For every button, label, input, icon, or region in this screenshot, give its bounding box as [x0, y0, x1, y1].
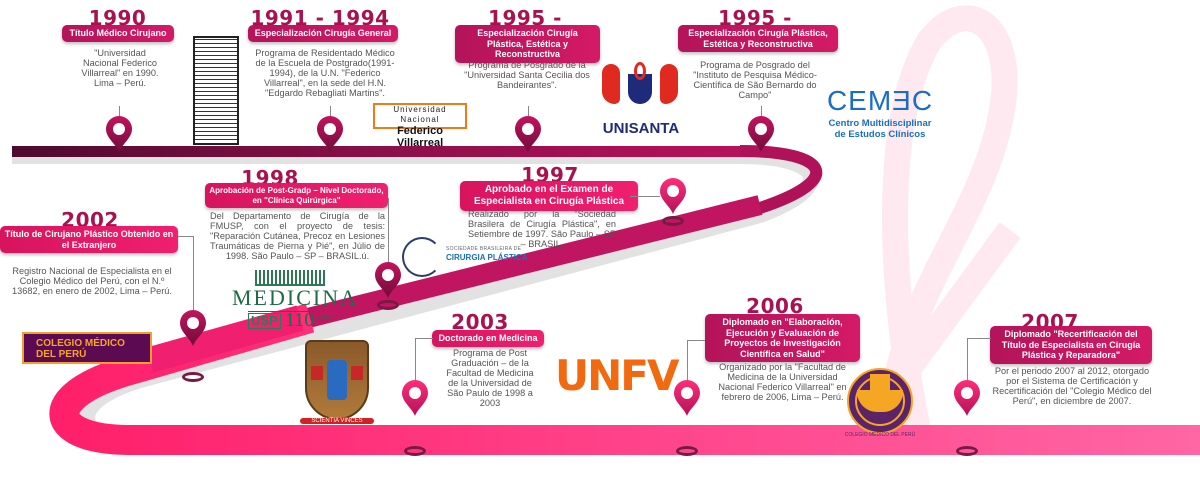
milestone-title: Título de Cirujano Plástico Obtenido en … [0, 226, 178, 253]
colegio-medico-logo: COLEGIO MÉDICO DEL PERÚ [22, 332, 152, 364]
pin-ring-marker [404, 446, 426, 456]
sbcp-emblem [402, 237, 442, 277]
map-pin-icon [317, 116, 343, 152]
connector-line [761, 106, 762, 120]
colegio-medico-seal [847, 368, 913, 434]
milestone-year: 1990 [88, 6, 147, 30]
map-pin-icon [375, 262, 401, 298]
milestone-year: 2002 [61, 208, 119, 232]
milestone-description: Registro Nacional de Especialista en el … [12, 266, 172, 296]
milestone-title: Especialización Cirugía Plástica, Estéti… [678, 25, 838, 52]
usp-crest-emblem [305, 340, 369, 420]
connector-line [687, 340, 705, 341]
milestone-description: Programa de Posgrado del "Instituto de P… [693, 60, 817, 100]
unisanta-emblem [600, 62, 680, 112]
milestone-title: Diplomado "Recertificación del Título de… [990, 326, 1152, 364]
milestone-title: Diplomado en "Elaboración, Ejecución y E… [705, 314, 860, 362]
milestone-description: Realizado por la "Sociedad Brasilera de … [468, 209, 616, 249]
connector-line [415, 338, 416, 383]
colegio-medico-line1: COLEGIO MÉDICO [36, 338, 125, 349]
pin-ring-marker [676, 446, 698, 456]
cemec-logo-mark: CEMƎC [826, 85, 934, 116]
pin-ring-marker [662, 216, 684, 226]
milestone-title: Doctorado en Medicina [432, 330, 544, 347]
unfv-logo-line2: Federico Villarreal [396, 125, 444, 149]
milestone-year: 2006 [746, 294, 804, 318]
cemec-logo-line1: Centro Multidisciplinar [828, 118, 932, 129]
connector-line [178, 236, 194, 237]
pin-ring-marker [956, 446, 978, 456]
medicina-building-icon [255, 270, 325, 286]
map-pin-icon [515, 116, 541, 152]
unfv-logo: Universidad Nacional Federico Villarreal [373, 103, 467, 149]
map-pin-icon [748, 116, 774, 152]
map-pin-icon [180, 310, 206, 346]
unfv-logo-line1: Universidad Nacional [393, 105, 447, 124]
milestone-title: Especialización Cirugía General [248, 25, 398, 42]
milestone-title: Aprobado en el Examen de Especialista en… [460, 181, 638, 211]
pin-ring-marker [377, 300, 399, 310]
usp-years-label: ANOS [317, 316, 335, 322]
connector-line [687, 340, 688, 385]
connector-line [415, 338, 433, 339]
milestone-description: Programa de Residentado Médico de la Esc… [255, 48, 395, 98]
usp-years: 110 [285, 309, 315, 331]
milestone-description: Programa de Post Graduación – de la Facu… [446, 348, 534, 408]
colegio-medico-line2: DEL PERÚ [36, 349, 87, 360]
map-pin-icon [674, 380, 700, 416]
unfv-big-logo: UNFV [555, 351, 679, 400]
connector-line [388, 198, 389, 268]
medicina-logo-word: MEDICINA [232, 285, 358, 310]
sbcp-logo-line2: CIRURGIA PLÁSTICA [446, 253, 528, 262]
usp-crest-motto: SCIENTIA VINCES [300, 418, 374, 424]
connector-line [193, 236, 194, 316]
milestone-description: Programa de Posgrado de la "Universidad … [464, 60, 590, 90]
unisanta-logo-text: UNISANTA [602, 120, 680, 137]
milestone-description: Por el periodo 2007 al 2012, otorgado po… [992, 366, 1152, 406]
colegio-medico-seal-text: COLEGIO MÉDICO DEL PERÚ [844, 432, 916, 438]
connector-line [967, 338, 991, 339]
pin-ring-marker [182, 372, 204, 382]
connector-line [330, 106, 331, 120]
usp-logo-text: USP [248, 313, 281, 329]
map-pin-icon [106, 116, 132, 152]
connector-line [528, 106, 529, 120]
cemec-logo-line2: de Estudos Clínicos [834, 129, 926, 140]
medicina-divider [248, 311, 338, 312]
milestone-description: "Universidad Nacional Federico Villarrea… [81, 48, 159, 88]
map-pin-icon [660, 178, 686, 214]
raimondi-stele-logo [193, 36, 239, 145]
milestone-title: Especialización Cirugía Plástica, Estéti… [455, 25, 600, 63]
map-pin-icon [954, 380, 980, 416]
milestone-year: 1991 - 1994 [250, 6, 390, 30]
milestone-description: Del Departamento de Cirugía de la FMUSP,… [210, 211, 385, 261]
connector-line [119, 106, 120, 120]
map-pin-icon [402, 380, 428, 416]
milestone-title: Título Médico Cirujano [62, 25, 174, 42]
milestone-description: Organizado por la "Facultad de Medicina … [718, 362, 847, 402]
connector-line [630, 196, 660, 197]
milestone-year: 2003 [451, 310, 509, 334]
watermark-ribbon [877, 5, 1021, 443]
connector-line [967, 338, 968, 383]
sbcp-logo-line1: SOCIEDADE BRASILEIRA DE [446, 246, 522, 252]
milestone-title: Aprobación de Post-Gradp – Nivel Doctora… [205, 183, 388, 208]
milestone-year: 1997 [521, 163, 579, 187]
